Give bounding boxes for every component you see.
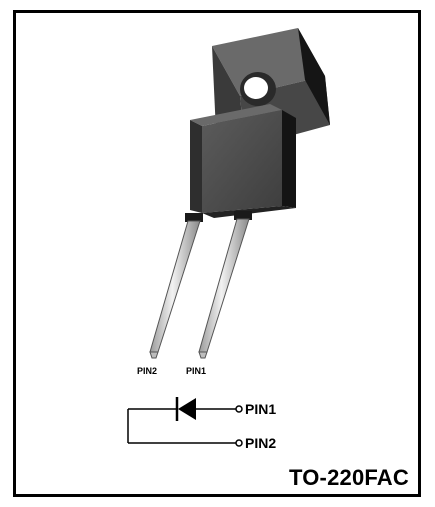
lead-label-pin2: PIN2 (137, 366, 157, 376)
terminal-pin1 (235, 405, 243, 413)
lead-stub-left (185, 213, 203, 222)
package-name: TO-220FAC (289, 465, 409, 490)
tab-top-face (212, 28, 325, 96)
lead-pin1-tip (198, 351, 208, 359)
diode-symbol-icon (175, 397, 196, 421)
mounting-hole-opening (244, 77, 268, 99)
diode-triangle (178, 398, 196, 420)
body-left-face (190, 120, 202, 213)
lead-pin1 (198, 218, 250, 359)
lead-stub-right (234, 211, 252, 220)
package-body (190, 104, 296, 218)
lead-label-pin1: PIN1 (186, 366, 206, 376)
lead-pin2 (149, 220, 201, 359)
diode-schematic (127, 397, 243, 447)
lead-pin2-shaft (149, 220, 201, 353)
body-front-face (202, 110, 282, 213)
body-top-face (190, 104, 282, 126)
tab-side-face (298, 28, 330, 125)
schematic-label-pin2: PIN2 (245, 435, 276, 451)
schematic-label-pin1: PIN1 (245, 401, 276, 417)
terminal-pin2 (235, 439, 243, 447)
body-side-face (282, 110, 296, 208)
lead-pin1-shaft (198, 218, 250, 353)
mounting-hole (240, 72, 276, 106)
lead-pin2-tip (149, 351, 159, 359)
